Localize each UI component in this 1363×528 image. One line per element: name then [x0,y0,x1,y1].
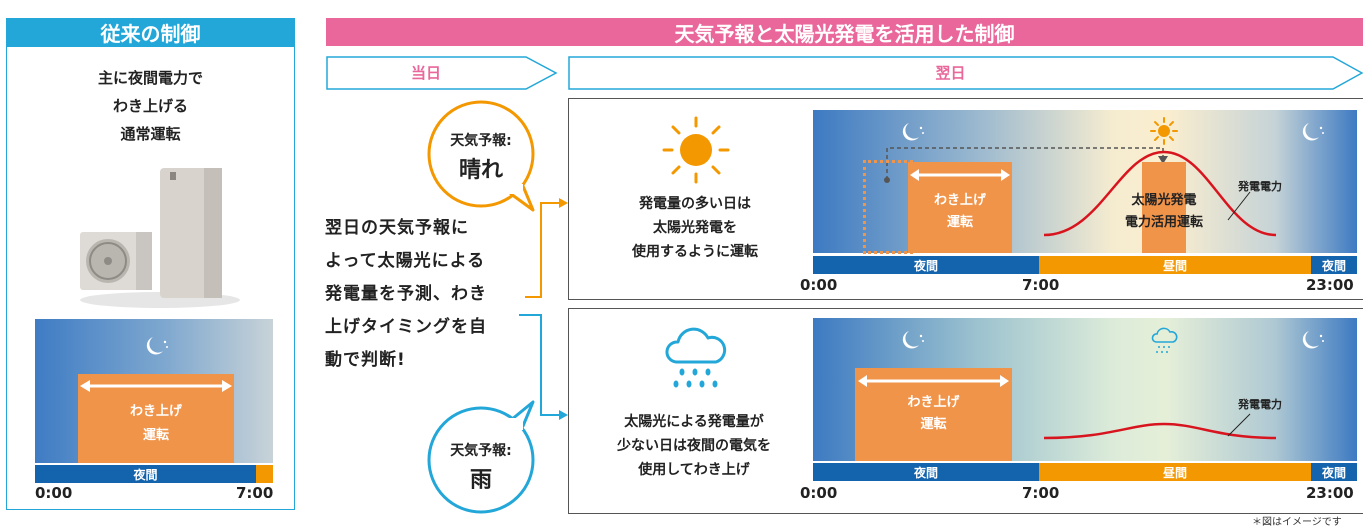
connector-lines [519,198,568,420]
left-desc-line: 主に夜間電力で [97,69,203,87]
left-heating-box [78,374,234,463]
heating-line: 運転 [920,417,947,432]
moon-icon [146,337,168,355]
rain-desc-line: 太陽光による発電量が [624,414,764,430]
night-segment: 夜間 [813,256,1039,274]
sunny-bubble [427,100,535,212]
moon-icon [1302,123,1324,141]
water-heater-image [80,168,240,308]
rain-panel [568,308,1363,514]
today-label: 当日 [410,64,441,82]
center-line: よって太陽光による [325,251,486,271]
tick-label: 7:00 [1022,484,1060,502]
left-desc-line: わき上げる [112,97,188,115]
tick-label: 7:00 [236,484,274,502]
solar-operation-box [1142,162,1186,253]
double-arrow-icon [80,380,232,392]
double-arrow-icon [858,375,1009,387]
rain-forecast-value: 雨 [469,468,492,493]
shift-arrow [884,147,1168,183]
sunny-time-bar: 夜間 昼間 夜間 [813,256,1357,274]
tick-label: 23:00 [1306,484,1354,502]
left-header: 従来の制御 [6,18,295,46]
heating-line: 運転 [142,428,169,443]
left-desc-line: 通常運転 [120,125,181,143]
center-line: 動で判断! [325,350,406,370]
right-header: 天気予報と太陽光発電を活用した制御 [326,18,1363,46]
center-line: 発電量を予測、わき [325,284,487,304]
moon-icon [1302,331,1324,349]
night-segment: 夜間 [35,465,256,483]
night-segment: 夜間 [1311,463,1357,481]
footnote: ＊図はイメージです [1252,517,1342,528]
original-heating-slot [863,160,913,254]
sunny-description: 発電量の多い日は 太陽光発電を 使用するように運転 [585,192,805,264]
tick-label: 23:00 [1306,276,1354,294]
day-segment: 昼間 [1039,256,1311,274]
left-panel [6,46,295,510]
today-arrow-tab [326,56,558,90]
cloud-rain-icon [1151,327,1178,353]
center-line: 上げタイミングを自 [325,317,487,337]
solar-line: 太陽光発電 [1131,193,1197,208]
rain-heating-label: わき上げ 運転 [855,392,1012,436]
double-arrow-icon [910,169,1010,181]
rain-description: 太陽光による発電量が 少ない日は夜間の電気を 使用してわき上げ [580,410,808,482]
tick-label: 0:00 [800,276,838,294]
tomorrow-label: 翌日 [935,64,966,82]
moon-icon [902,123,924,141]
sun-icon [1150,117,1178,145]
solar-operation-label: 太陽光発電 電力活用運転 [1095,190,1233,234]
sun-icon [662,116,730,184]
rain-time-bar: 夜間 昼間 夜間 [813,463,1357,481]
left-description: 主に夜間電力で わき上げる 通常運転 [6,64,295,148]
sunny-desc-line: 使用するように運転 [632,244,758,260]
power-curve-label: 発電電力 [1238,398,1282,411]
heating-line: わき上げ [129,404,182,419]
heating-line: 運転 [946,215,973,230]
center-line: 翌日の天気予報に [325,218,469,238]
sunny-forecast-value: 晴れ [458,158,503,183]
power-curve [1043,413,1277,440]
sunny-desc-line: 発電量の多い日は [639,196,751,212]
heating-line: わき上げ [933,193,986,208]
rain-heating-box [855,368,1012,461]
power-curve-label: 発電電力 [1238,180,1282,193]
heating-line: わき上げ [907,395,960,410]
solar-line: 電力活用運転 [1124,215,1203,230]
center-explanation: 翌日の天気予報に よって太陽光による 発電量を予測、わき 上げタイミングを自 動… [325,212,487,377]
sunny-desc-line: 太陽光発電を [653,220,737,236]
left-time-bar: 夜間 [35,465,273,483]
left-heating-label: わき上げ 運転 [78,400,234,448]
cloud-rain-icon [665,327,727,388]
rain-forecast-label: 天気予報: [450,443,512,459]
rain-desc-line: 使用してわき上げ [638,462,750,478]
tick-label: 7:00 [1022,276,1060,294]
tomorrow-arrow-tab [568,56,1363,90]
moon-icon [902,331,924,349]
tick-label: 0:00 [800,484,838,502]
sunny-panel [568,98,1363,300]
tick-label: 0:00 [35,484,73,502]
day-segment [256,465,273,483]
night-segment: 夜間 [813,463,1039,481]
sunny-heating-box [908,162,1012,253]
sunny-forecast-label: 天気予報: [450,133,512,149]
right-header-title: 天気予報と太陽光発電を活用した制御 [674,21,1015,46]
rain-desc-line: 少ない日は夜間の電気を [617,438,771,454]
night-segment: 夜間 [1311,256,1357,274]
power-curve [1043,150,1277,237]
day-segment: 昼間 [1039,463,1311,481]
left-header-title: 従来の制御 [100,21,201,46]
sunny-heating-label: わき上げ 運転 [908,190,1012,234]
rain-bubble [427,400,535,514]
